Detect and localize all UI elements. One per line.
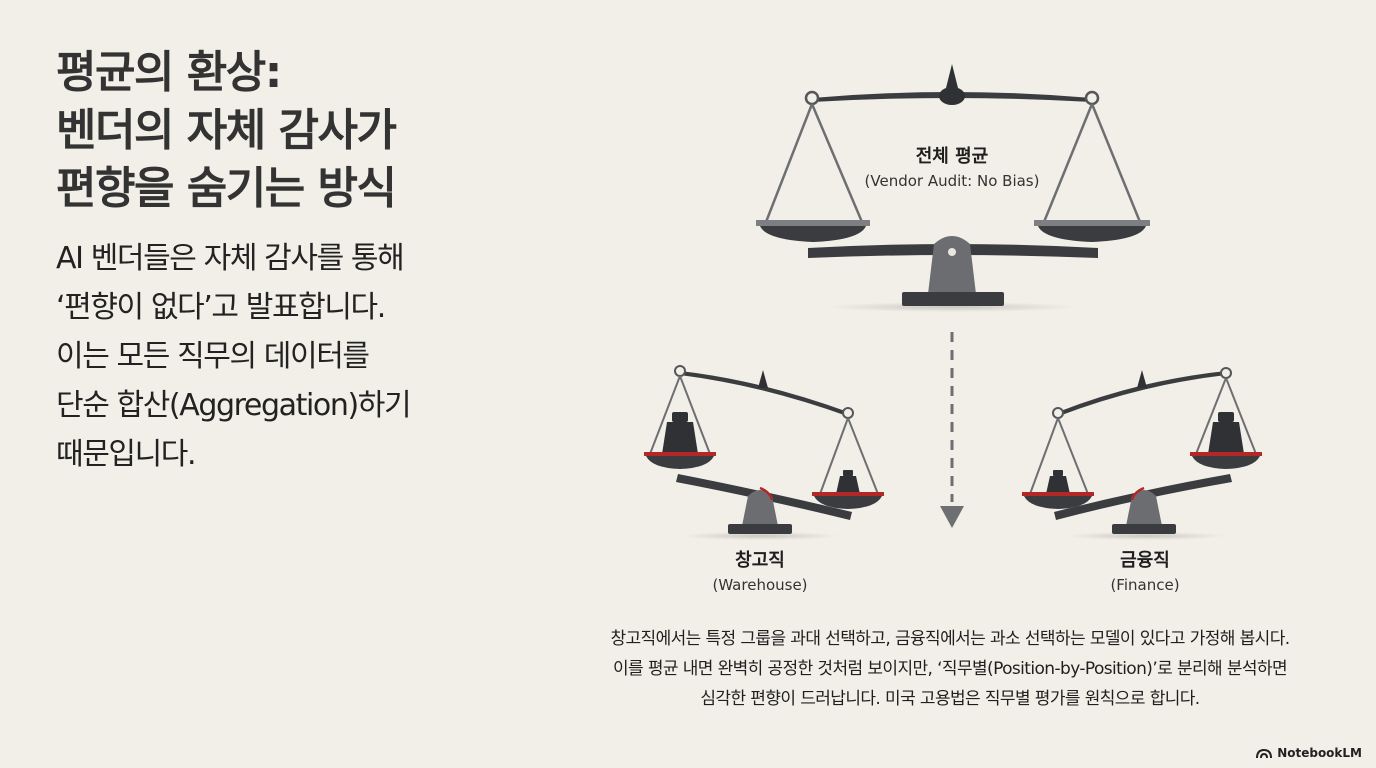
- caption-text: 창고직에서는 특정 그룹을 과대 선택하고, 금융직에서는 과소 선택하는 모델…: [560, 624, 1340, 714]
- title-line-1: 평균의 환상:: [56, 47, 282, 98]
- warehouse-subtitle: (Warehouse): [712, 576, 808, 594]
- top-scale-label: 전체 평균 (Vendor Audit: No Bias): [865, 142, 1040, 190]
- caption-line-2: 이를 평균 내면 완벽히 공정한 것처럼 보이지만, ‘직무별(Position…: [612, 659, 1288, 679]
- finance-subtitle: (Finance): [1110, 576, 1180, 594]
- notebooklm-logo-icon: [1256, 748, 1273, 758]
- caption-line-3: 심각한 편향이 드러납니다. 미국 고용법은 직무별 평가를 원칙으로 합니다.: [700, 689, 1200, 709]
- down-arrow-icon: [940, 332, 964, 528]
- finance-title: 금융직: [1120, 550, 1170, 571]
- title-line-2: 벤더의 자체 감사가: [56, 105, 397, 156]
- finance-scale-icon: [1022, 367, 1262, 540]
- brand-watermark: NotebookLM: [1256, 746, 1362, 760]
- warehouse-scale-icon: [644, 365, 884, 540]
- intro-text: AI 벤더들은 자체 감사를 통해 ‘편향이 없다’고 발표합니다. 이는 모든…: [56, 234, 616, 479]
- page-title: 평균의 환상: 벤더의 자체 감사가 편향을 숨기는 방식: [56, 44, 616, 218]
- caption-line-1: 창고직에서는 특정 그룹을 과대 선택하고, 금융직에서는 과소 선택하는 모델…: [610, 629, 1290, 649]
- top-scale-subtitle: (Vendor Audit: No Bias): [864, 172, 1040, 190]
- finance-label: 금융직 (Finance): [1110, 546, 1179, 594]
- intro-line-4: 단순 합산(Aggregation)하기: [56, 388, 412, 423]
- intro-line-5: 때문입니다.: [56, 437, 197, 472]
- intro-line-2: ‘편향이 없다’고 발표합니다.: [56, 290, 386, 325]
- warehouse-title: 창고직: [735, 550, 785, 571]
- title-line-3: 편향을 숨기는 방식: [56, 163, 397, 214]
- warehouse-label: 창고직 (Warehouse): [712, 546, 807, 594]
- balanced-scale-icon: [756, 64, 1150, 312]
- top-scale-title: 전체 평균: [915, 146, 989, 167]
- intro-line-3: 이는 모든 직무의 데이터를: [56, 339, 370, 374]
- intro-line-1: AI 벤더들은 자체 감사를 통해: [56, 241, 405, 276]
- brand-name: NotebookLM: [1277, 746, 1362, 760]
